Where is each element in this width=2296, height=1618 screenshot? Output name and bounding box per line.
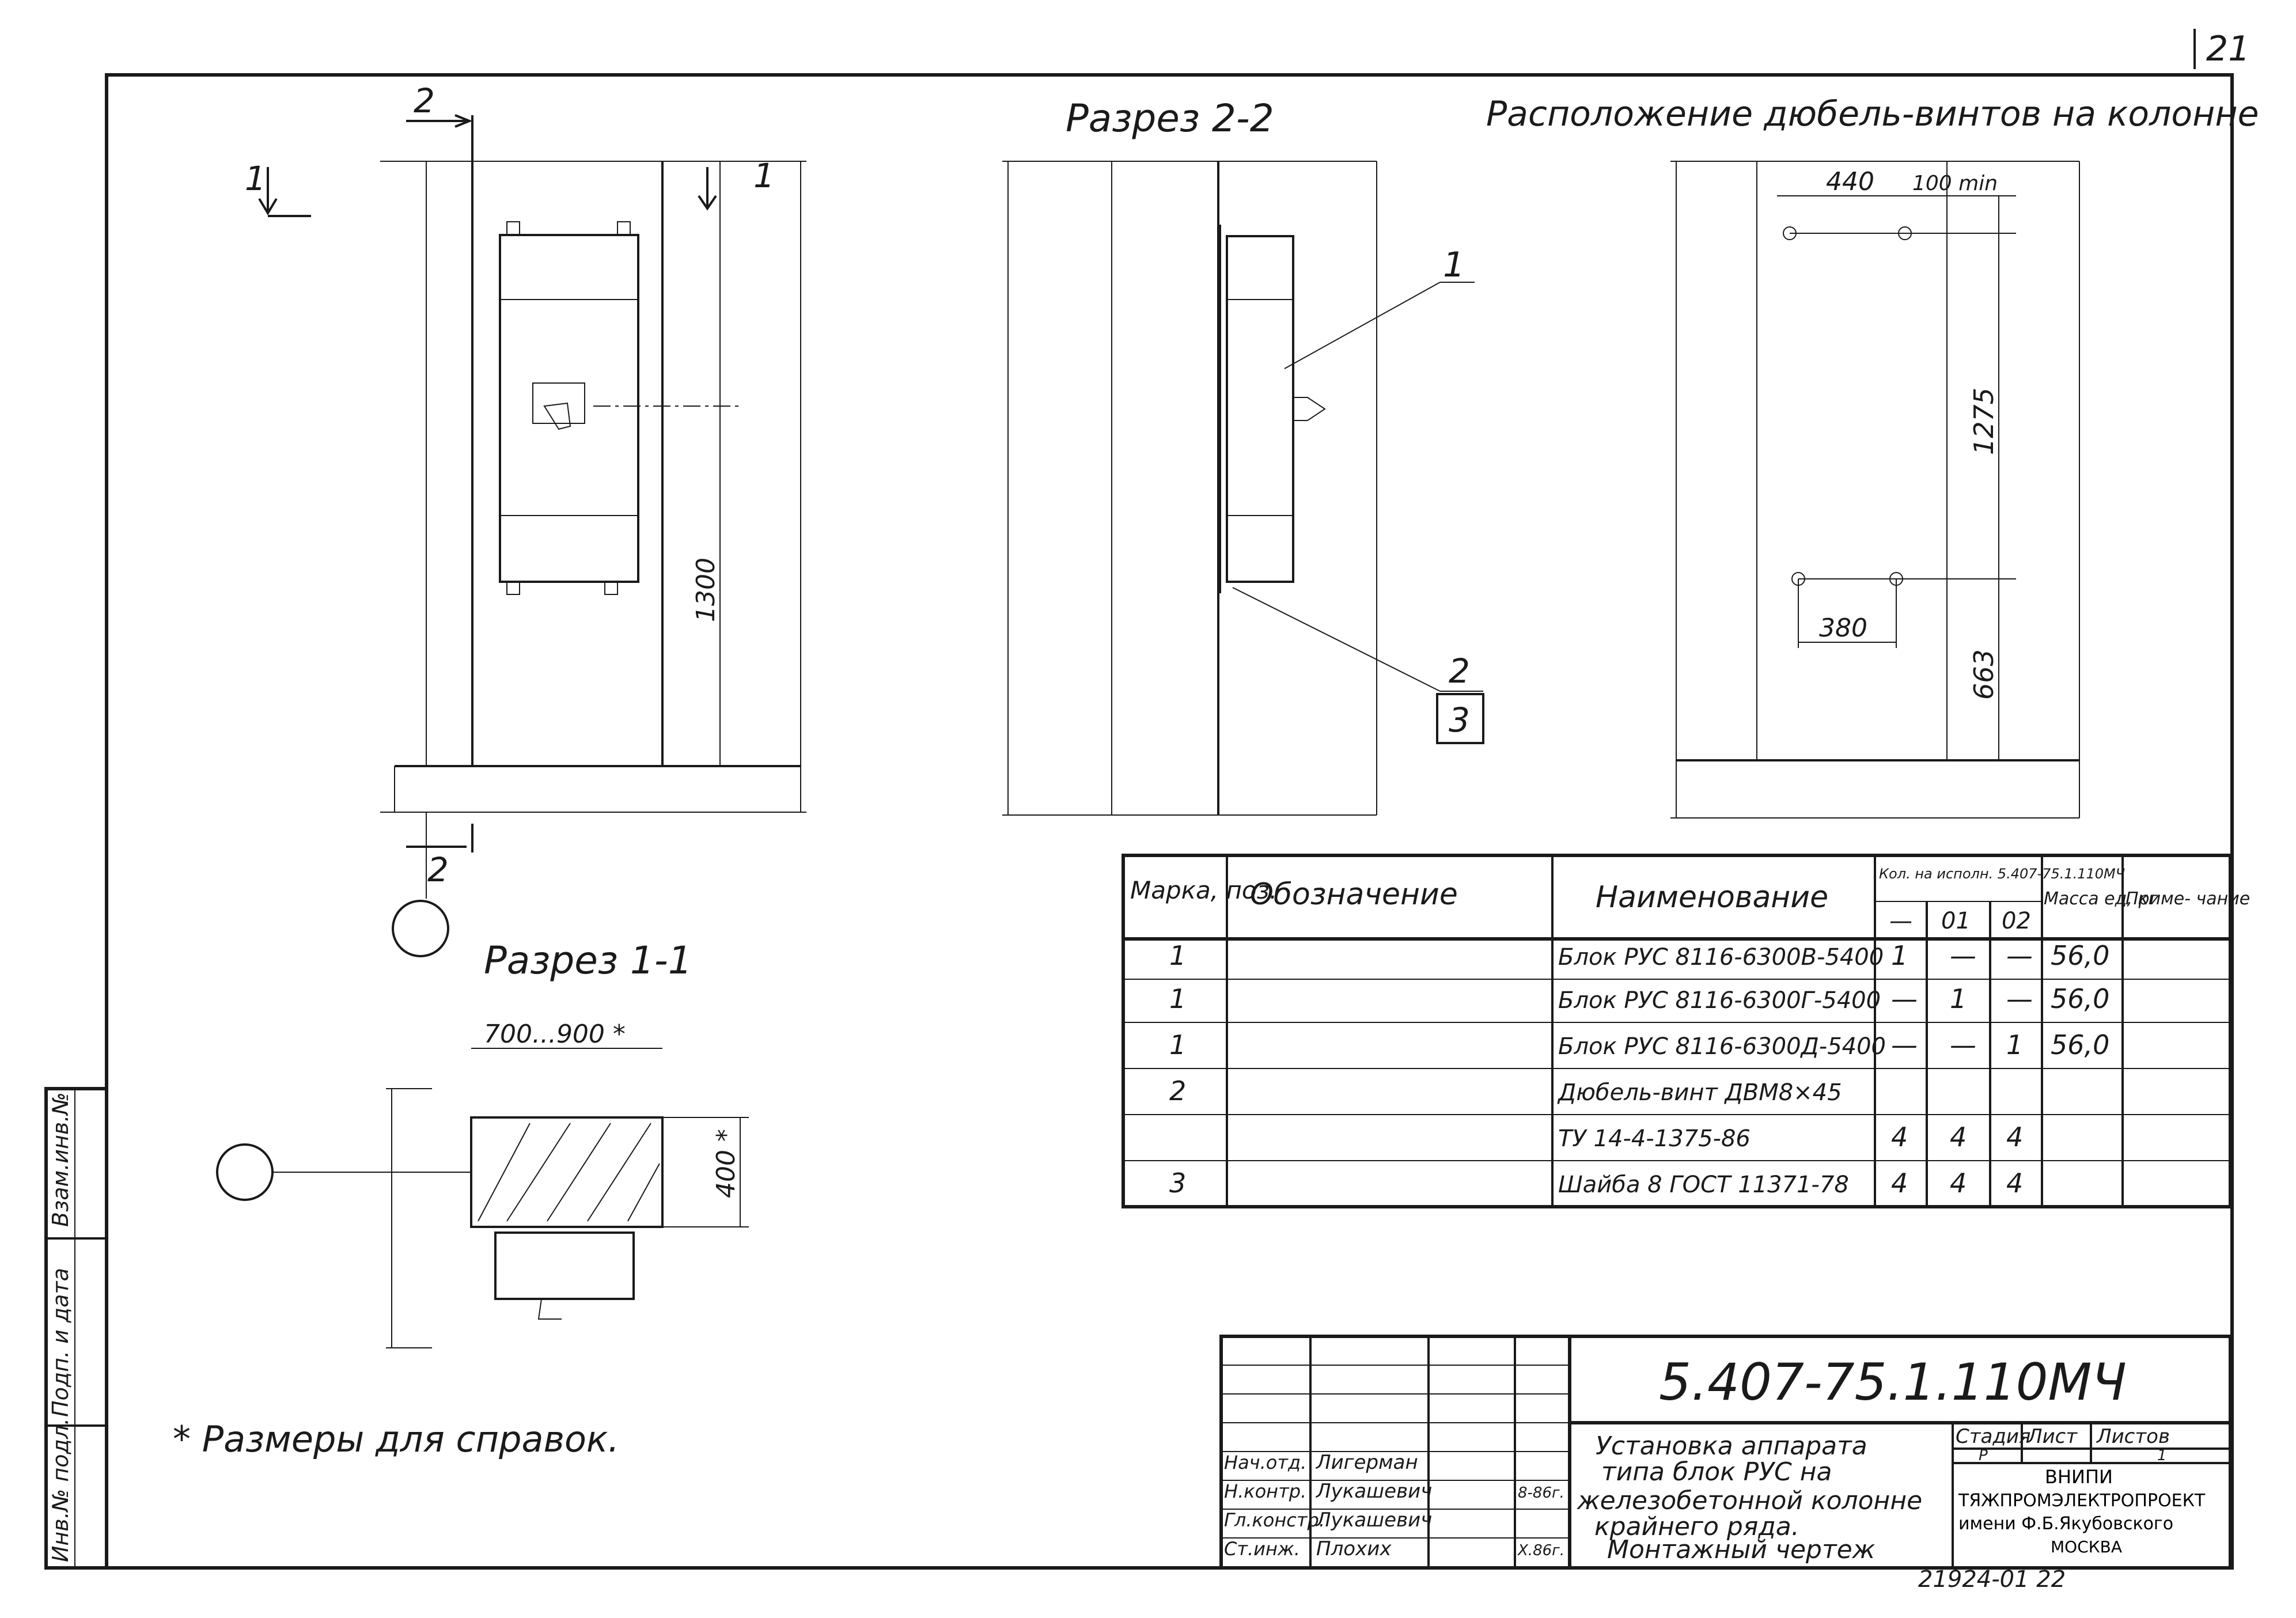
spec-cell-mark: 3 xyxy=(1169,1168,1186,1199)
signer-name: Лукашевич xyxy=(1315,1509,1432,1532)
th-mass: Масса ед, кг xyxy=(2044,889,2158,909)
title-line-2: типа блок РУС на xyxy=(1601,1457,1832,1487)
spec-cell-q0: 4 xyxy=(1891,1168,1908,1199)
spec-cell-mass: 56,0 xyxy=(2051,983,2109,1014)
stage-value: Р xyxy=(1979,1447,1988,1464)
stamp-cell-3: Инв.№ подл. xyxy=(48,1418,73,1562)
dim-100min: 100 min xyxy=(1912,172,1998,195)
spec-cell-mark: 2 xyxy=(1169,1075,1186,1107)
spec-cell-name: Блок РУС 8116-6300Г-5400 xyxy=(1558,987,1881,1014)
section-1-1-view: Разрез 1-1 700...900 * 400 * xyxy=(216,938,749,1348)
th-note: Приме- чание xyxy=(2125,889,2250,909)
org-line-1: ВНИПИ xyxy=(2045,1466,2113,1488)
signer-role: Н.контр. xyxy=(1224,1480,1306,1502)
cut-mark-1-left: 1 xyxy=(245,159,266,198)
dim-380: 380 xyxy=(1819,613,1867,643)
signer-role: Ст.инж. xyxy=(1224,1538,1300,1560)
spec-cell-name: Блок РУС 8116-6300В-5400 xyxy=(1558,944,1884,971)
section-2-2-title: Разрез 2-2 xyxy=(1066,96,1274,141)
dim-400: 400 * xyxy=(711,1129,741,1198)
page-number: 21 xyxy=(2206,29,2250,69)
spec-cell-name: ТУ 14-4-1375-86 xyxy=(1558,1126,1751,1152)
th-name: Наименование xyxy=(1596,880,1828,915)
elevation-view: 1300 2 2 1 1 xyxy=(245,81,806,957)
title-line-4: крайнего ряда. xyxy=(1594,1512,1799,1541)
sheets-value: 1 xyxy=(2157,1447,2167,1464)
spec-cell-q2: — xyxy=(2006,983,2033,1014)
spec-cell-mass: 56,0 xyxy=(2051,1029,2109,1060)
title-line-1: Установка аппарата xyxy=(1596,1431,1867,1461)
spec-cell-q1: 4 xyxy=(1950,1168,1967,1199)
dim-1275: 1275 xyxy=(1968,388,1999,455)
th-qty-0: — xyxy=(1889,908,1912,934)
sheet-code-bottom: 21924-01 22 xyxy=(1918,1566,2066,1593)
org-line-3: имени Ф.Б.Якубовского xyxy=(1958,1514,2173,1534)
spec-cell-mark: 1 xyxy=(1169,983,1186,1014)
signer-name: Лигерман xyxy=(1315,1451,1418,1474)
signer-name: Лукашевич xyxy=(1315,1480,1432,1503)
signer-role: Нач.отд. xyxy=(1224,1452,1306,1473)
leader-1-label: 1 xyxy=(1443,245,1465,285)
th-designation: Обозначение xyxy=(1250,877,1458,912)
title-line-5: Монтажный чертеж xyxy=(1607,1535,1876,1564)
cut-mark-1-right: 1 xyxy=(753,156,775,195)
dowel-layout-view: Расположение дюбель-винтов на колонне 44… xyxy=(1486,94,2259,819)
spec-cell-name: Дюбель-винт ДВМ8×45 xyxy=(1557,1079,1842,1106)
spec-cell-q1: — xyxy=(1950,1029,1976,1060)
footnote-note: * Размеры для справок. xyxy=(173,1418,619,1460)
spec-cell-name: Шайба 8 ГОСТ 11371-78 xyxy=(1558,1172,1849,1198)
dim-440: 440 xyxy=(1826,167,1874,196)
spec-cell-q2: 1 xyxy=(2006,1029,2023,1060)
org-line-2: ТЯЖПРОМЭЛЕКТРОПРОЕКТ xyxy=(1958,1491,2206,1511)
spec-cell-q1: 4 xyxy=(1950,1121,1967,1153)
signer-name: Плохих xyxy=(1316,1537,1392,1560)
spec-cell-q2: 4 xyxy=(2006,1168,2023,1199)
spec-cell-mark: 1 xyxy=(1169,940,1186,971)
spec-cell-q0: 4 xyxy=(1891,1121,1908,1153)
spec-cell-q2: 4 xyxy=(2006,1121,2023,1153)
stamp-cell-2: Подп. и дата xyxy=(48,1268,73,1417)
section-1-1-title: Разрез 1-1 xyxy=(484,938,692,983)
th-qty-group: Кол. на исполн. 5.407-75.1.110МЧ xyxy=(1879,866,2125,882)
sheets-label: Листов xyxy=(2096,1425,2170,1448)
dim-1300: 1300 xyxy=(691,558,721,622)
org-line-4: МОСКВА xyxy=(2051,1537,2122,1556)
leader-3-label: 3 xyxy=(1449,700,1470,740)
spec-table: Марка, поз. Обозначение Наименование Кол… xyxy=(1122,854,2250,1208)
spec-cell-mark: 1 xyxy=(1169,1029,1186,1060)
spec-cell-mass: 56,0 xyxy=(2051,940,2109,971)
signer-role: Гл.констр. xyxy=(1224,1509,1325,1531)
dim-663: 663 xyxy=(1968,649,1999,700)
leader-2-label: 2 xyxy=(1449,651,1470,691)
th-qty-1: 01 xyxy=(1941,908,1971,934)
side-stamp: Взам.инв.№ Подп. и дата Инв.№ подл. xyxy=(44,1087,108,1570)
stage-label: Стадия xyxy=(1956,1425,2030,1448)
spec-cell-q0: — xyxy=(1891,1029,1918,1060)
title-block: 5.407-75.1.110МЧ Установка аппарата типа… xyxy=(1219,1335,2232,1570)
cut-mark-2-top: 2 xyxy=(414,81,435,120)
th-mark: Марка, поз. xyxy=(1130,876,1277,904)
spec-cell-q1: — xyxy=(1950,940,1976,971)
th-qty-2: 02 xyxy=(2002,908,2031,934)
signer-date: 8-86г. xyxy=(1518,1484,1564,1502)
stamp-cell-1: Взам.инв.№ xyxy=(48,1092,73,1227)
cut-mark-2-bottom: 2 xyxy=(427,850,449,889)
spec-cell-q2: — xyxy=(2006,940,2033,971)
spec-cell-q0: — xyxy=(1891,983,1918,1014)
section-2-2-view: Разрез 2-2 1 2 3 xyxy=(1002,96,1484,816)
title-line-3: железобетонной колонне xyxy=(1577,1486,1922,1515)
dowel-layout-title: Расположение дюбель-винтов на колонне xyxy=(1486,94,2259,134)
spec-cell-q0: 1 xyxy=(1891,940,1908,971)
spec-cell-q1: 1 xyxy=(1950,983,1967,1014)
sheet-frame xyxy=(105,73,2234,1570)
sheet-label: Лист xyxy=(2026,1425,2078,1448)
spec-cell-name: Блок РУС 8116-6300Д-5400 xyxy=(1558,1033,1886,1060)
doc-code: 5.407-75.1.110МЧ xyxy=(1659,1352,2127,1412)
dim-700-900: 700...900 * xyxy=(484,1020,626,1049)
signer-date: X.86г. xyxy=(1517,1542,1564,1559)
